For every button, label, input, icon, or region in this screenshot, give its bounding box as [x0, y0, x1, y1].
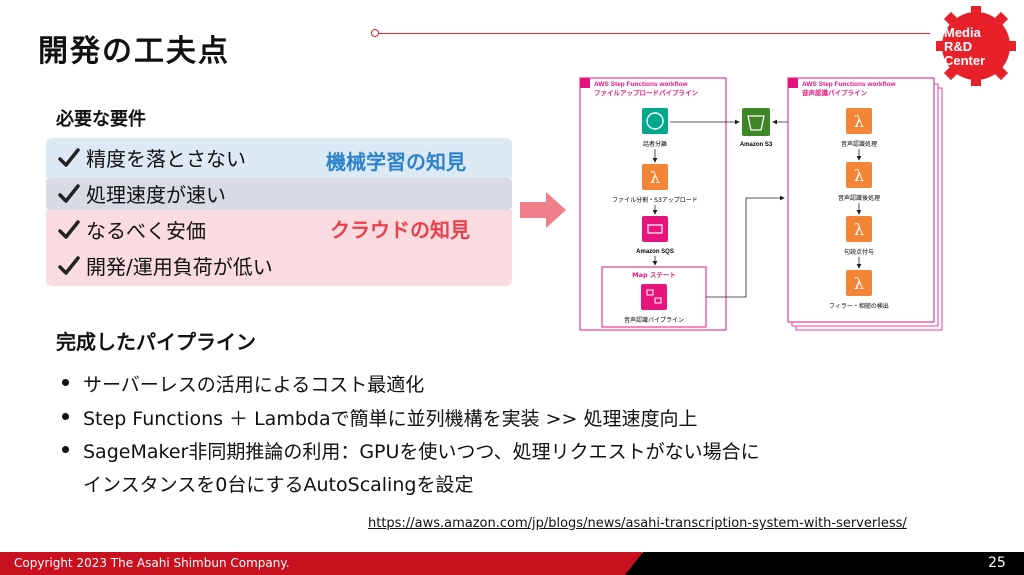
s3-label: Amazon S3 [740, 142, 773, 148]
map-state-box [601, 266, 707, 328]
step-functions-state-icon [641, 284, 667, 310]
footer-bar-red [0, 552, 642, 575]
ml-knowledge-tag: 機械学習の知見 [326, 150, 466, 174]
requirements-heading: 必要な要件 [56, 109, 146, 130]
requirement-label: 処理速度が速い [86, 183, 226, 207]
requirement-label: 開発/運用負荷が低い [86, 255, 273, 279]
left-workflow-title: AWS Step Functions workflow [594, 81, 688, 88]
requirement-label: 精度を落とさない [86, 147, 246, 171]
lambda-icon [846, 270, 872, 296]
s3-icon [742, 108, 770, 136]
lambda-icon [846, 108, 872, 134]
bullet-text: サーバーレスの活用によるコスト最適化 [83, 374, 425, 396]
check-icon [58, 147, 80, 167]
copyright-text: Copyright 2023 The Asahi Shimbun Company… [14, 556, 290, 570]
source-link[interactable]: https://aws.amazon.com/jp/blogs/news/asa… [368, 516, 907, 531]
svg-text:λ: λ [650, 168, 660, 187]
bullet-continuation: インスタンスを0台にするAutoScalingを設定 [83, 474, 474, 496]
left-node-label: Amazon SQS [636, 249, 674, 255]
lambda-icon [846, 162, 872, 188]
left-node-label: ファイル分割・S3アップロード [612, 196, 698, 204]
requirement-label: なるべく安価 [86, 219, 206, 243]
right-workflow-subtitle: 音声認識パイプライン [802, 88, 868, 97]
page-number: 25 [988, 555, 1006, 571]
svg-text:λ: λ [854, 112, 864, 131]
map-node-label: 音声認識パイプライン [624, 316, 684, 324]
svg-text:λ: λ [854, 166, 864, 185]
cloud-band [46, 210, 512, 286]
lambda-icon [846, 216, 872, 242]
right-node-label: 句読点付与 [844, 248, 874, 256]
step-functions-icon [788, 78, 798, 88]
sagemaker-icon [642, 108, 668, 134]
check-icon [58, 183, 80, 203]
lambda-icon [642, 164, 668, 190]
title-rule-dot [371, 29, 379, 37]
left-workflow-subtitle: ファイルアップロードパイプライン [594, 88, 699, 97]
left-node-label: 話者分離 [643, 140, 667, 148]
slide-title: 開発の工夫点 [38, 34, 230, 69]
right-node-label: フィラー・相槌の検出 [829, 302, 889, 310]
gear-logo-icon [936, 6, 1016, 86]
svg-text:λ: λ [854, 220, 864, 239]
step-functions-icon [580, 78, 590, 88]
right-arrow-icon [520, 192, 566, 228]
svg-text:λ: λ [854, 274, 864, 293]
check-icon [58, 219, 80, 239]
architecture-diagram: AWS Step Functions workflow ファイルアップロードパイ… [579, 77, 943, 331]
map-state-label: Map ステート [632, 271, 676, 279]
bullet-dot-icon [62, 413, 69, 420]
requirement-item: なるべく安価 [58, 215, 206, 244]
bullet-item: SageMaker非同期推論の利用：GPUを使いつつ、処理リクエストがない場合に [62, 437, 760, 464]
requirement-item: 精度を落とさない [58, 143, 246, 172]
speed-band [46, 178, 512, 210]
pipeline-heading: 完成したパイプライン [56, 330, 256, 354]
footer-bar-black [625, 552, 1024, 575]
media-rd-center-logo: Media R&D Center [924, 6, 1020, 86]
requirement-item: 開発/運用負荷が低い [58, 251, 273, 280]
right-node-label: 音声認識後処理 [838, 194, 880, 202]
bullet-text: Step Functions ＋ Lambdaで簡単に並列機構を実装 >> 処理… [83, 408, 698, 430]
bullet-item: サーバーレスの活用によるコスト最適化 [62, 370, 424, 397]
check-icon [58, 255, 80, 275]
right-workflow-title: AWS Step Functions workflow [802, 81, 896, 88]
bullet-dot-icon [62, 446, 69, 453]
bullet-item: Step Functions ＋ Lambdaで簡単に並列機構を実装 >> 処理… [62, 404, 698, 431]
bullet-dot-icon [62, 379, 69, 386]
title-rule [375, 33, 930, 34]
bullet-text: SageMaker非同期推論の利用：GPUを使いつつ、処理リクエストがない場合に [83, 441, 760, 463]
ml-band [46, 138, 512, 178]
sqs-icon [642, 216, 668, 242]
right-node-label: 音声認識処理 [841, 140, 877, 148]
logo-line-2: R&D [944, 39, 973, 54]
logo-line-1: Media [944, 25, 981, 40]
logo-line-3: Center [944, 53, 986, 68]
requirement-item: 処理速度が速い [58, 179, 226, 208]
cloud-knowledge-tag: クラウドの知見 [330, 218, 470, 242]
